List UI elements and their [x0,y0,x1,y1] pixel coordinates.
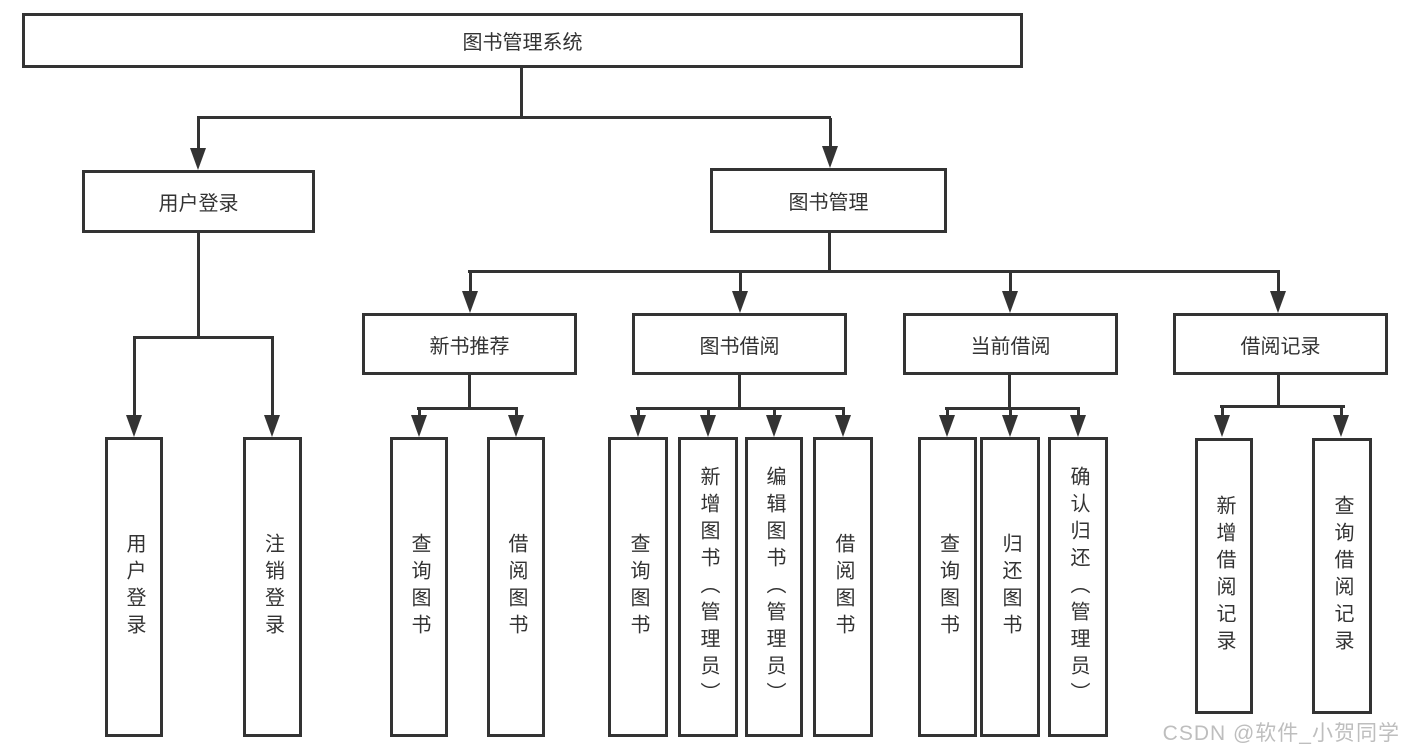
arrow-to-col-add-book [700,410,716,437]
csdn-watermark: CSDN @软件_小贺同学 [1162,722,1400,745]
node-label: 当前借阅 [970,335,1051,358]
connector-current-borrow-branch [945,407,1080,410]
arrow-to-book-borrow [732,273,748,313]
arrow-to-col-logout [264,339,280,437]
col-return-book: 归还图书 [980,437,1040,737]
col-borrow-books-1: 借阅图书 [487,437,545,737]
connector-borrow-records-stub [1277,375,1280,408]
arrow-to-col-query-books-1 [411,410,427,437]
node-label: 查询图书 [408,533,430,641]
arrow-to-col-confirm-return [1070,410,1086,437]
node-new-book-recommend: 新书推荐 [362,313,577,375]
arrow-to-col-query-books-2 [630,410,646,437]
col-confirm-return-admin: 确认归还（管理员） [1048,437,1108,737]
connector-level2-branch [197,116,831,119]
arrow-to-new-book-recommend [462,273,478,313]
node-label: 用户登录 [158,193,239,215]
connector-root-stub [520,68,523,118]
node-user-login: 用户登录 [82,170,315,233]
col-borrow-books-2: 借阅图书 [813,437,873,737]
connector-borrow-records-branch [1220,405,1345,408]
node-label: 确认归还（管理员） [1067,465,1089,709]
node-label: 借阅记录 [1240,335,1321,358]
arrow-to-col-query-books-3 [939,410,955,437]
col-query-books-2: 查询图书 [608,437,668,737]
arrow-to-col-user-login [126,339,142,437]
col-edit-book-admin: 编辑图书（管理员） [745,437,803,737]
node-label: 新增图书（管理员） [697,465,719,709]
node-label: 注销登录 [261,533,284,641]
node-label: 查询图书 [936,533,959,641]
node-label: 图书管理系统 [462,32,583,54]
arrow-to-col-borrow-books-1 [508,410,524,437]
node-library-management-system: 图书管理系统 [22,13,1023,68]
arrow-to-col-edit-book [766,410,782,437]
node-label: 查询图书 [627,533,649,641]
connector-book-mgmt-stub [828,233,831,273]
node-label: 用户登录 [123,533,145,641]
connector-new-book-branch [417,407,518,410]
col-query-books-3: 查询图书 [918,437,977,737]
col-logout: 注销登录 [243,437,302,737]
arrow-to-book-management [822,118,838,168]
node-book-borrow: 图书借阅 [632,313,847,375]
col-add-book-admin: 新增图书（管理员） [678,437,738,737]
node-label: 图书借阅 [699,335,780,358]
node-borrow-records: 借阅记录 [1173,313,1388,375]
col-query-books-1: 查询图书 [390,437,448,737]
col-query-borrow-record: 查询借阅记录 [1312,438,1372,714]
node-book-management: 图书管理 [710,168,947,233]
node-label: 查询借阅记录 [1331,495,1353,657]
arrow-to-col-borrow-books-2 [835,410,851,437]
node-current-borrow: 当前借阅 [903,313,1118,375]
connector-user-login-stub [197,233,200,338]
connector-book-borrow-stub [738,375,741,409]
arrow-to-borrow-records [1270,273,1286,313]
arrow-to-col-query-borrow-record [1333,408,1349,437]
col-user-login: 用户登录 [105,437,163,737]
node-label: 图书管理 [788,192,869,214]
node-label: 归还图书 [999,533,1021,641]
col-add-borrow-record: 新增借阅记录 [1195,438,1253,714]
arrow-to-col-return-book [1002,410,1018,437]
node-label: 新书推荐 [429,335,510,358]
node-label: 编辑图书（管理员） [763,465,785,709]
arrow-to-user-login [190,118,206,170]
connector-new-book-stub [468,375,471,409]
node-label: 借阅图书 [505,533,527,641]
arrow-to-current-borrow [1002,273,1018,313]
arrow-to-col-add-borrow-record [1214,408,1230,437]
node-label: 新增借阅记录 [1213,495,1235,657]
connector-user-login-branch [133,336,274,339]
connector-book-mgmt-branch [468,270,1280,273]
node-label: 借阅图书 [832,533,854,641]
connector-current-borrow-stub [1008,375,1011,409]
connector-book-borrow-branch [636,407,845,410]
